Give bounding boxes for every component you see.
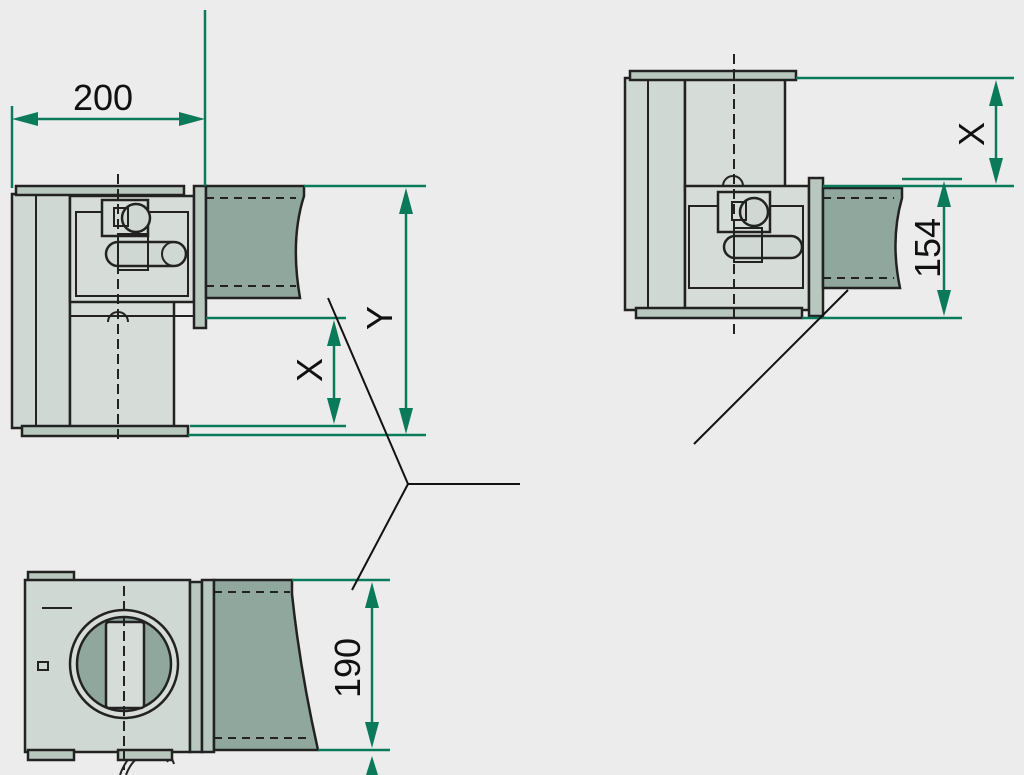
bottom-plate-right bbox=[634, 306, 804, 320]
housing-right bbox=[623, 76, 687, 312]
view-left-side bbox=[10, 174, 306, 444]
dimension-200: 200 bbox=[10, 10, 207, 188]
view-front bbox=[23, 570, 320, 775]
dimension-x-left-label: X bbox=[289, 358, 330, 382]
top-plate-right bbox=[628, 69, 798, 82]
bottom-plate-front bbox=[26, 748, 76, 762]
dimension-y-left: Y bbox=[188, 184, 426, 437]
dimension-154-label: 154 bbox=[907, 218, 948, 278]
flange-front bbox=[188, 580, 204, 754]
duct-right bbox=[821, 186, 904, 290]
duct-left bbox=[204, 184, 306, 300]
dimension-x-right-label: X bbox=[951, 122, 992, 146]
duct-front bbox=[212, 578, 320, 752]
dimension-190: 190 bbox=[292, 578, 390, 775]
dimension-154: 154 bbox=[802, 177, 962, 320]
dimension-x-left: X bbox=[190, 316, 346, 428]
dimension-200-label: 200 bbox=[73, 77, 133, 118]
view-right-side bbox=[623, 54, 904, 334]
flange-right bbox=[807, 176, 825, 318]
dimension-190-label: 190 bbox=[327, 638, 368, 698]
view-projection-lines bbox=[327, 289, 849, 591]
dimension-x-right: X bbox=[796, 76, 1014, 188]
housing-left bbox=[10, 192, 72, 430]
bottom-plate-left bbox=[20, 424, 190, 438]
dimension-y-label: Y bbox=[359, 306, 400, 330]
flange-left bbox=[192, 184, 208, 330]
top-plate-left bbox=[14, 184, 186, 197]
